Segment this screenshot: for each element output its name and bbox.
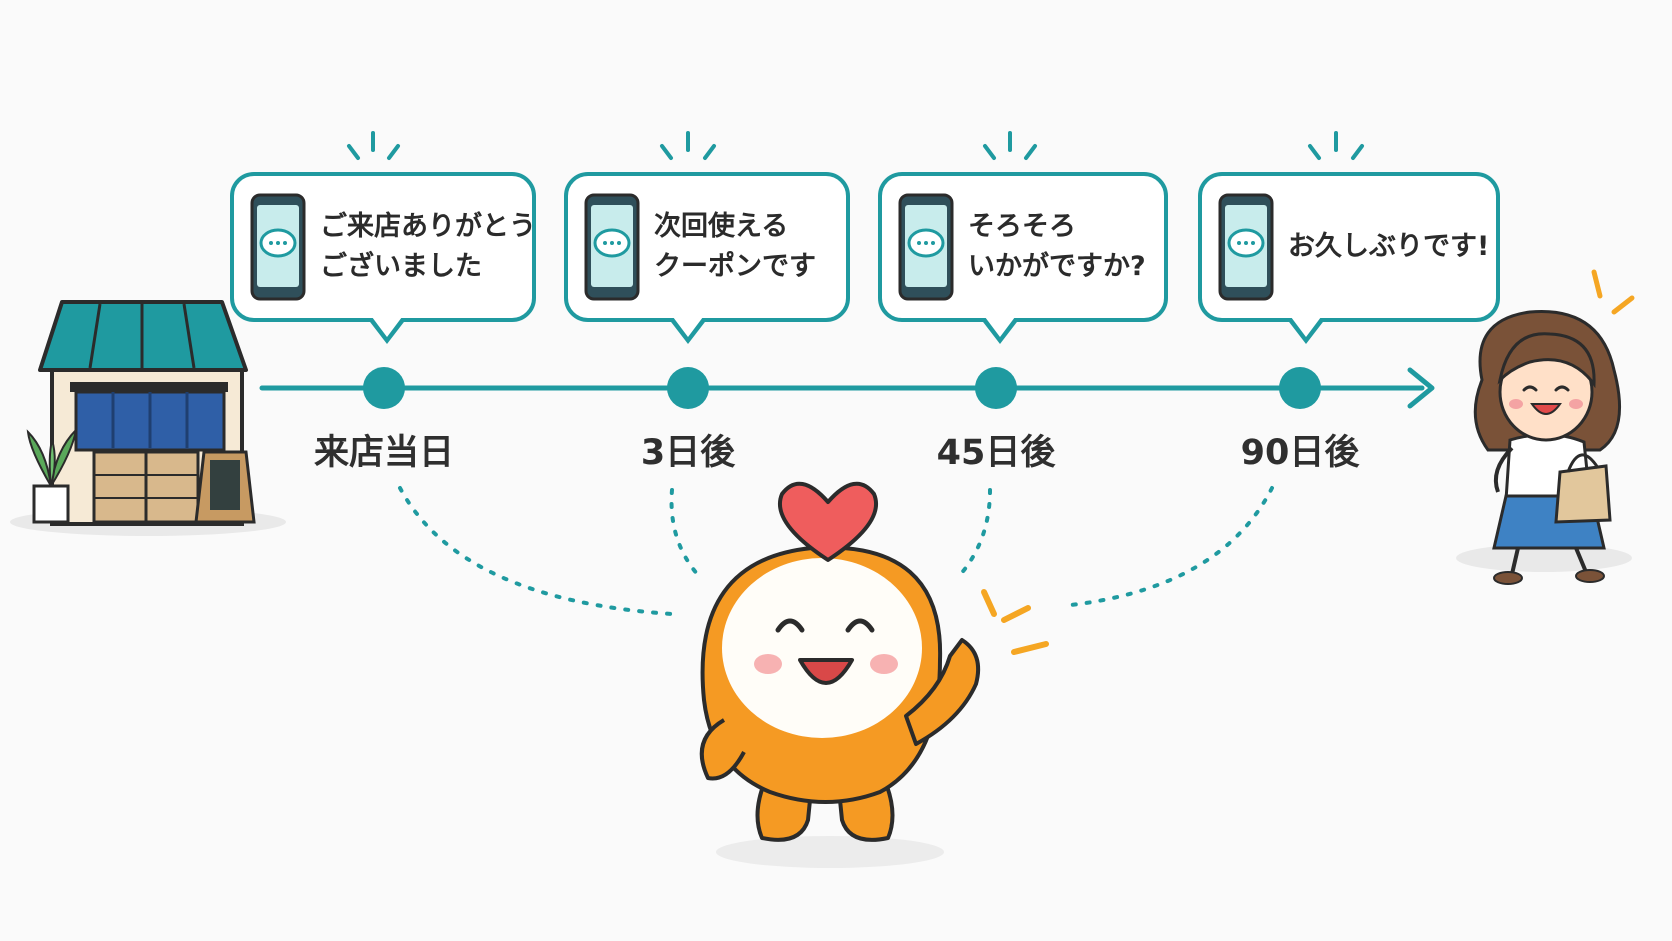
timeline-label: 45日後 — [936, 433, 1056, 473]
message-text: ご来店ありがとう ございました — [320, 211, 536, 282]
message-text: そろそろ いかがですか? — [968, 211, 1146, 282]
message-bubble: ご来店ありがとう ございました — [230, 172, 536, 344]
message-bubble: 次回使える クーポンです — [564, 172, 850, 344]
timeline-node — [363, 367, 405, 409]
message-text: 次回使える クーポンです — [654, 211, 816, 282]
sparkle-icon — [347, 131, 1364, 160]
smartphone-chat-icon — [1218, 193, 1274, 301]
message-text: お久しぶりです! — [1288, 231, 1490, 262]
timeline-arrow — [259, 367, 1435, 409]
dotted-connector — [398, 486, 1274, 616]
message-bubble: そろそろ いかがですか? — [878, 172, 1168, 344]
timeline-node — [667, 367, 709, 409]
timeline-label: 3日後 — [640, 433, 736, 473]
timeline-label: 90日後 — [1240, 433, 1360, 473]
timeline-node — [975, 367, 1017, 409]
smartphone-chat-icon — [898, 193, 954, 301]
timeline-node — [1279, 367, 1321, 409]
message-bubble: お久しぶりです! — [1198, 172, 1500, 344]
orange-heart-mascot-icon — [699, 481, 1049, 868]
customer-woman-icon — [1456, 269, 1635, 585]
shop-icon — [10, 300, 286, 536]
timeline-label: 来店当日 — [313, 433, 454, 473]
smartphone-chat-icon — [584, 193, 640, 301]
smartphone-chat-icon — [250, 193, 306, 301]
